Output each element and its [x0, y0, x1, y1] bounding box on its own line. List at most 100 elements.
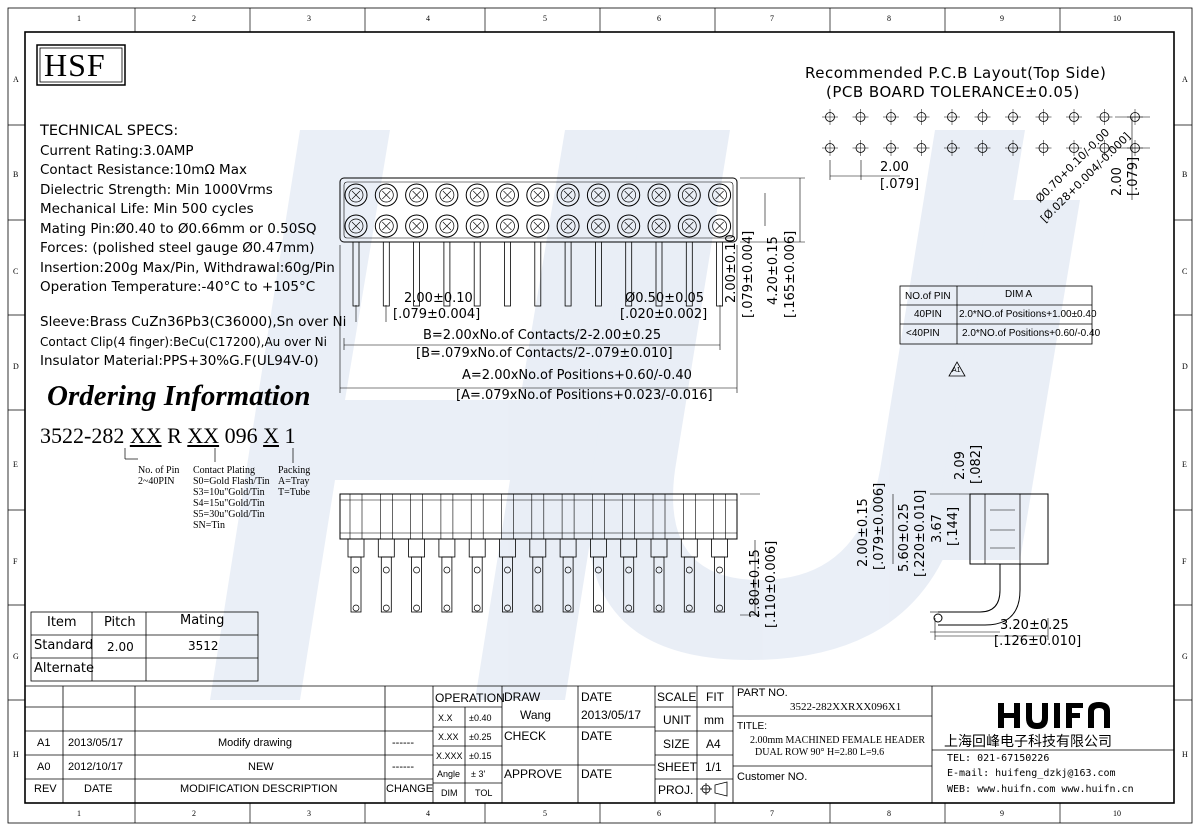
rev-head: REV — [34, 783, 57, 795]
mating-table-grid — [30, 611, 259, 682]
grid-col-label: 8 — [887, 809, 891, 818]
plating-item: S4=15u"Gold/Tin — [193, 498, 265, 509]
dim-side-e: 3.20±0.25 — [1000, 618, 1069, 633]
contact-finger — [382, 190, 391, 200]
contact-finger — [412, 190, 421, 200]
materials: Sleeve:Brass CuZn36Pb3(C36000),Sn over N… — [40, 313, 346, 372]
packing-title: Packing — [278, 465, 311, 476]
pin-tail — [716, 241, 723, 307]
dim-table-cell: 2.0*NO.of Positions+1.00±0.40 — [959, 309, 1097, 320]
contact-hole-inner — [560, 187, 576, 203]
pin-end — [655, 604, 663, 612]
size-value: A4 — [706, 737, 721, 751]
contact-finger — [503, 190, 512, 200]
contact-hole-inner — [651, 218, 667, 234]
approve-label: APPROVE — [504, 767, 563, 781]
contact-hole — [586, 183, 610, 207]
contact-hole-inner — [621, 187, 637, 203]
ordering-title: Ordering Information — [47, 380, 311, 412]
dim-tail: 2.80±0.15 — [748, 549, 763, 618]
sheet-label: SHEET — [657, 760, 698, 774]
pin-tail — [534, 241, 542, 307]
mating-head-mating: Mating — [180, 613, 225, 628]
contact-hole — [586, 214, 610, 238]
dim-pin-dia: Ø0.50±0.05 — [625, 291, 705, 306]
draw-date: 2013/05/17 — [581, 708, 642, 722]
material-line: Contact Clip(4 finger):BeCu(C17200),Au o… — [40, 334, 327, 349]
pin-leg — [562, 556, 574, 613]
tol-dim: X.XX — [438, 732, 459, 742]
dim-side-d-in: [.082] — [969, 444, 984, 484]
contact-hole-inner — [500, 218, 515, 234]
spec-line: Dielectric Strength: Min 1000Vrms — [40, 181, 273, 198]
unit-label: UNIT — [663, 713, 691, 727]
dim-a-in: [A=.079xNo.of Positions+0.023/-0.016] — [456, 388, 713, 403]
grid-row-label: B — [1182, 170, 1188, 179]
pin-bend — [443, 566, 451, 574]
contact-finger — [442, 221, 452, 231]
contact-hole-inner — [469, 218, 485, 234]
contact-hole-inner — [439, 218, 455, 234]
plating-item: S0=Gold Flash/Tin — [193, 476, 270, 487]
contact-finger — [472, 190, 482, 200]
grid-col-label: 1 — [77, 809, 81, 818]
grid-col-label: 8 — [887, 14, 891, 23]
contact-hole — [647, 183, 671, 207]
pin-bend — [595, 566, 602, 574]
pin-tail — [564, 241, 572, 307]
grid-row-label: H — [13, 750, 19, 759]
mating-cell: Alternate — [34, 661, 95, 676]
dim-side-a-in: [.079±0.006] — [872, 482, 887, 570]
dim-b: B=2.00xNo.of Contacts/2-2.00±0.25 — [423, 328, 662, 343]
pin-tail — [625, 241, 633, 307]
contact-hole-inner — [469, 187, 485, 203]
grid-row-label: C — [1182, 267, 1188, 276]
contact-finger — [412, 221, 421, 231]
contact-finger — [715, 190, 724, 200]
company-tel: TEL: 021-67150226 — [947, 753, 1050, 764]
pin-leg — [714, 556, 725, 613]
tol-dim: X.XXX — [436, 751, 463, 761]
dim-side-b: 5.60±0.25 — [897, 503, 912, 572]
contact-hole-inner — [651, 187, 667, 203]
top-view — [339, 177, 805, 393]
part-suffix: 1 — [278, 423, 296, 448]
pin-end — [413, 604, 420, 612]
front-view — [339, 493, 760, 616]
pin-end — [473, 604, 481, 612]
material-line: Insulator Material:PPS+30%G.F(UL94V-0) — [40, 353, 319, 369]
pin-end — [534, 604, 542, 612]
contact-hole — [677, 183, 701, 207]
grid-row-label: B — [13, 170, 19, 179]
plating-title: Contact Plating — [193, 465, 255, 476]
change-head: CHANGE — [386, 783, 434, 795]
dim-pin-dia-in: [.020±0.002] — [620, 307, 708, 322]
contact-hole — [708, 183, 732, 207]
hsf-logo: HSF — [44, 47, 106, 83]
dim-width: 4.20±0.15 — [766, 236, 781, 305]
rev-row-a1-desc: Modify drawing — [218, 737, 292, 749]
contact-hole — [556, 214, 580, 238]
revision-flag: A1 — [952, 367, 961, 374]
pin-bend — [625, 566, 633, 574]
pin-count-segment: XX — [129, 423, 162, 448]
contact-finger — [533, 221, 543, 231]
contact-hole — [465, 183, 489, 207]
customer-label: Customer NO. — [737, 771, 808, 783]
tech-specs: TECHNICAL SPECS: Current Rating:3.0AMP C… — [40, 122, 335, 298]
title-block-grid — [25, 685, 1174, 803]
pin-leg — [441, 556, 453, 613]
contact-hole-inner — [591, 187, 606, 203]
spec-line: Forces: (polished steel gauge Ø0.47mm) — [40, 240, 315, 256]
grid-col-label: 10 — [1113, 809, 1121, 818]
rev-row-a1-rev: A1 — [37, 737, 51, 749]
contact-hole — [526, 183, 550, 207]
tol-label: TOL — [475, 788, 493, 798]
dim-tail-in: [.110±0.006] — [764, 540, 779, 628]
grid-row-label: D — [1182, 362, 1188, 371]
contact-finger — [533, 190, 543, 200]
dim-table — [899, 285, 1093, 345]
contact-finger — [503, 221, 512, 231]
